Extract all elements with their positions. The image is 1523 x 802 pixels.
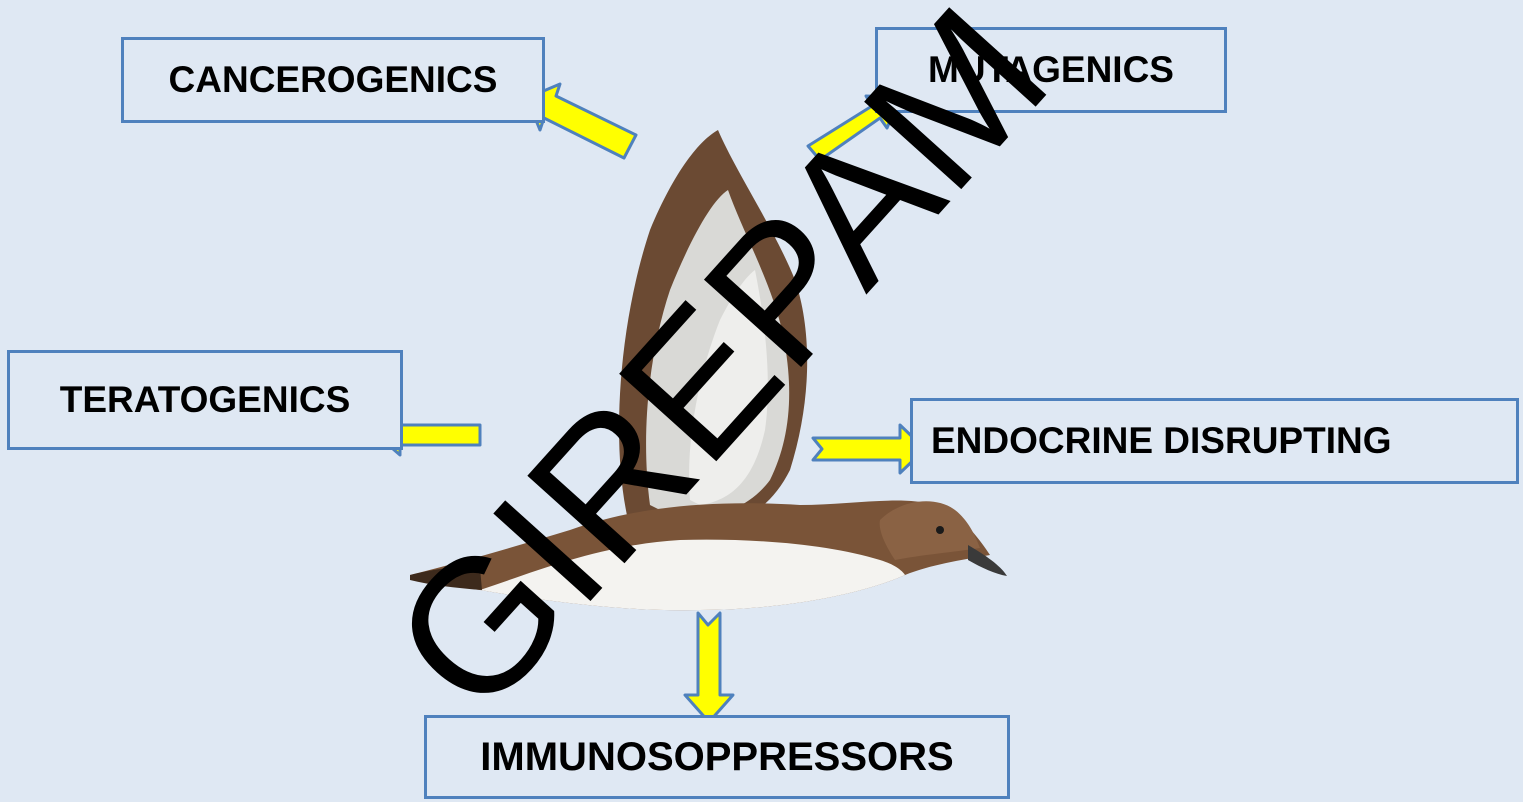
teratogenics-label: TERATOGENICS [60,379,351,421]
arrow-to-immunosoppressors [685,613,733,722]
arrow-to-endocrine [813,425,925,473]
immunosoppressors-label: IMMUNOSOPPRESSORS [480,735,953,780]
cancerogenics-label: CANCEROGENICS [169,59,498,101]
endocrine-disrupting-label: ENDOCRINE DISRUPTING [931,420,1391,462]
teratogenics-box: TERATOGENICS [7,350,403,450]
cancerogenics-box: CANCEROGENICS [121,37,545,123]
endocrine-disrupting-box: ENDOCRINE DISRUPTING [910,398,1519,484]
